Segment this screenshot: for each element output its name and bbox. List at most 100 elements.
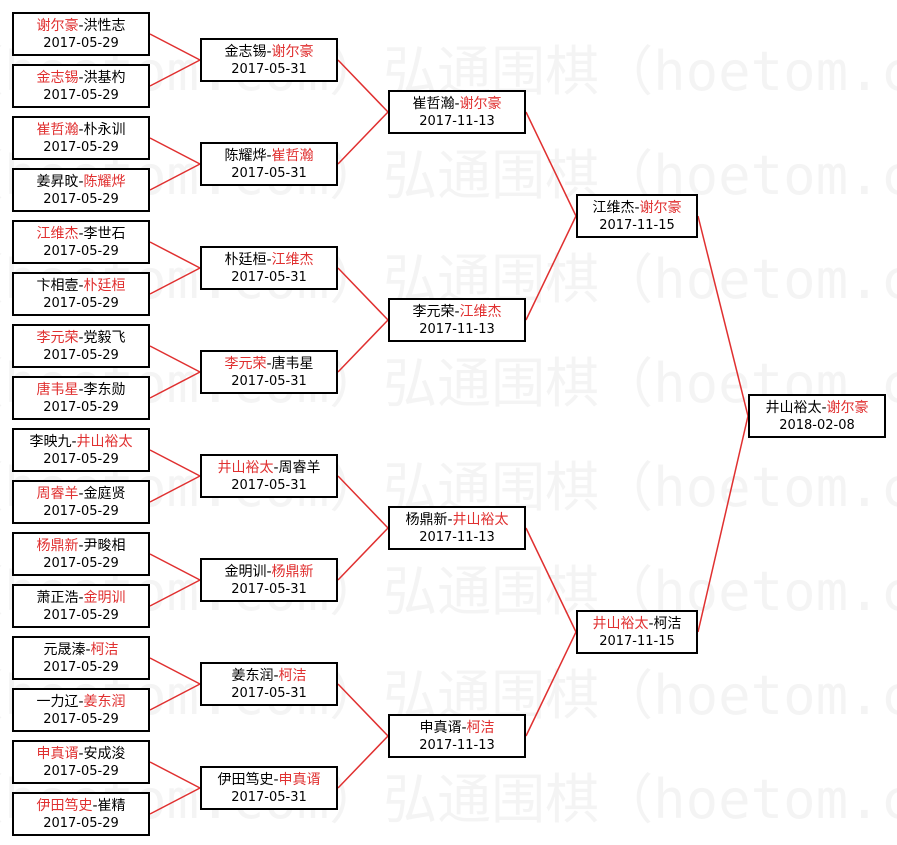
match-date: 2017-11-13 xyxy=(419,322,495,337)
player-1-name: 周睿羊 xyxy=(36,486,79,502)
match-players: 申真谞-柯洁 xyxy=(390,719,524,737)
match-date: 2017-05-29 xyxy=(43,36,119,51)
versus-dash: - xyxy=(266,148,272,164)
player-2-name: 唐韦星 xyxy=(271,356,314,372)
match-players: 朴廷桓-江维杰 xyxy=(202,251,336,269)
versus-dash: - xyxy=(78,70,84,86)
player-1-name: 李元荣 xyxy=(412,304,455,320)
player-2-name: 井山裕太 xyxy=(76,434,133,450)
match-players: 江维杰-李世石 xyxy=(14,225,148,243)
bracket-connector xyxy=(149,371,201,399)
bracket-connector xyxy=(525,631,577,737)
match-players: 井山裕太-周睿羊 xyxy=(202,459,336,477)
versus-dash: - xyxy=(266,252,272,268)
player-2-name: 柯洁 xyxy=(278,668,307,684)
match-players: 萧正浩-金明训 xyxy=(14,589,148,607)
match-players: 卞相壹-朴廷桓 xyxy=(14,277,148,295)
match-date: 2017-05-29 xyxy=(43,608,119,623)
match-players: 崔哲瀚-谢尔豪 xyxy=(390,95,524,113)
player-1-name: 李映九 xyxy=(29,434,72,450)
bracket-connector xyxy=(697,215,749,417)
player-2-name: 金明训 xyxy=(83,590,126,606)
match-players: 伊田笃史-崔精 xyxy=(14,797,148,815)
match-date: 2017-05-29 xyxy=(43,244,119,259)
versus-dash: - xyxy=(454,96,460,112)
bracket-connector xyxy=(525,527,577,633)
match-date: 2017-05-31 xyxy=(231,166,307,181)
versus-dash: - xyxy=(266,44,272,60)
bracket-connector xyxy=(149,657,201,685)
versus-dash: - xyxy=(78,538,84,554)
bracket-connector xyxy=(149,761,201,789)
match-players: 周睿羊-金庭贤 xyxy=(14,485,148,503)
match-players: 崔哲瀚-朴永训 xyxy=(14,121,148,139)
match-date: 2017-05-31 xyxy=(231,790,307,805)
match-players: 井山裕太-柯洁 xyxy=(578,615,696,633)
match-date: 2017-05-31 xyxy=(231,478,307,493)
player-2-name: 申真谞 xyxy=(278,772,321,788)
match-players: 杨鼎新-尹畯相 xyxy=(14,537,148,555)
player-1-name: 姜昇旼 xyxy=(36,174,79,190)
match-date: 2017-05-29 xyxy=(43,556,119,571)
match-players: 金志锡-洪基杓 xyxy=(14,69,148,87)
versus-dash: - xyxy=(447,512,453,528)
match-date: 2017-05-29 xyxy=(43,400,119,415)
match-players: 江维杰-谢尔豪 xyxy=(578,199,696,217)
player-2-name: 江维杰 xyxy=(459,304,502,320)
match-players: 李映九-井山裕太 xyxy=(14,433,148,451)
bracket-connector xyxy=(149,163,201,191)
match-date: 2017-11-13 xyxy=(419,114,495,129)
player-2-name: 尹畯相 xyxy=(83,538,126,554)
versus-dash: - xyxy=(92,798,98,814)
versus-dash: - xyxy=(78,746,84,762)
match-date: 2018-02-08 xyxy=(779,418,855,433)
versus-dash: - xyxy=(78,590,84,606)
match-date: 2017-05-29 xyxy=(43,348,119,363)
versus-dash: - xyxy=(461,720,467,736)
bracket-connector xyxy=(149,241,201,269)
player-1-name: 唐韦星 xyxy=(36,382,79,398)
player-2-name: 柯洁 xyxy=(653,616,682,632)
player-2-name: 谢尔豪 xyxy=(639,200,682,216)
match-date: 2017-05-31 xyxy=(231,582,307,597)
player-2-name: 朴永训 xyxy=(83,122,126,138)
player-1-name: 杨鼎新 xyxy=(405,512,448,528)
match-date: 2017-05-29 xyxy=(43,192,119,207)
match-players: 李元荣-江维杰 xyxy=(390,303,524,321)
versus-dash: - xyxy=(634,200,640,216)
player-1-name: 杨鼎新 xyxy=(36,538,79,554)
bracket-connector xyxy=(149,267,201,295)
bracket-connector xyxy=(149,475,201,503)
player-2-name: 姜东润 xyxy=(83,694,126,710)
bracket-connector xyxy=(337,59,389,113)
player-2-name: 周睿羊 xyxy=(278,460,321,476)
player-1-name: 江维杰 xyxy=(592,200,635,216)
bracket-connector xyxy=(149,683,201,711)
versus-dash: - xyxy=(454,304,460,320)
match-date: 2017-05-29 xyxy=(43,816,119,831)
player-1-name: 金志锡 xyxy=(36,70,79,86)
bracket-connector xyxy=(337,683,389,737)
versus-dash: - xyxy=(78,18,84,34)
player-1-name: 萧正浩 xyxy=(36,590,79,606)
player-2-name: 李世石 xyxy=(83,226,126,242)
versus-dash: - xyxy=(78,694,84,710)
versus-dash: - xyxy=(266,356,272,372)
versus-dash: - xyxy=(78,226,84,242)
player-1-name: 陈耀烨 xyxy=(224,148,267,164)
bracket-connector xyxy=(337,319,389,373)
